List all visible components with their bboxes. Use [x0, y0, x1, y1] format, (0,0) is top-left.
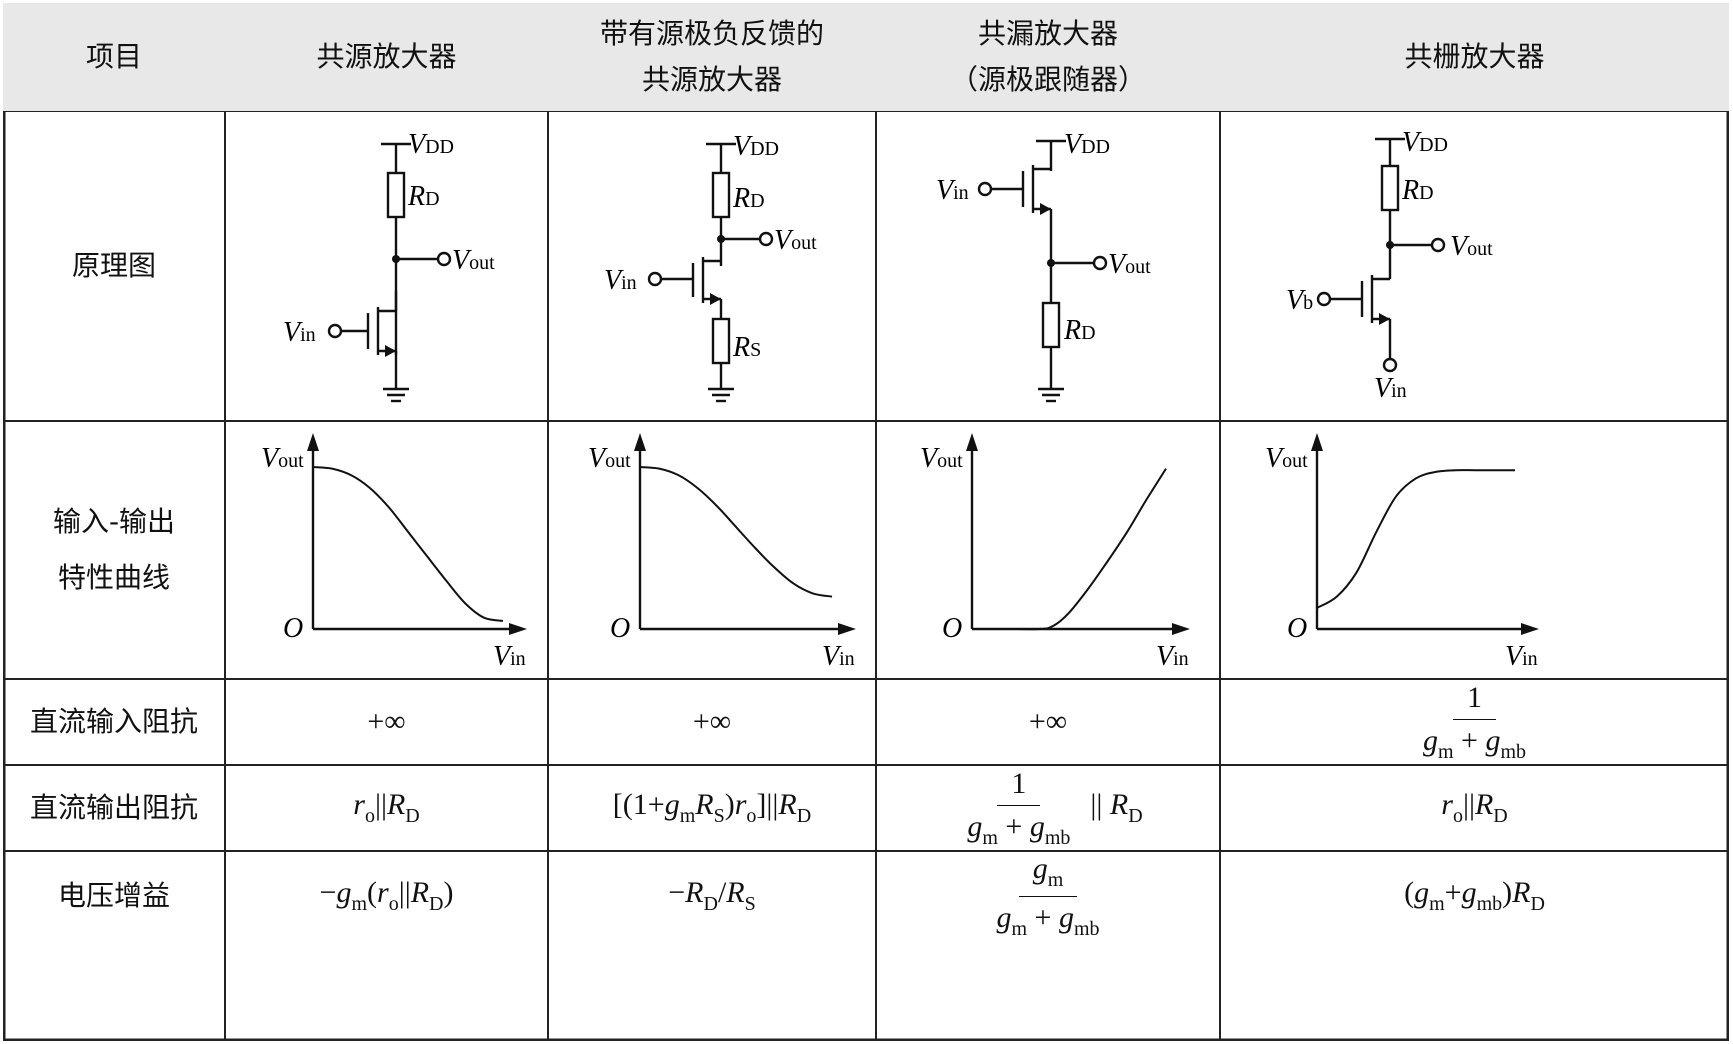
x-axis-label: Vin [822, 641, 855, 672]
header-cd-line1: 共漏放大器 [977, 17, 1118, 50]
svg-text:Vout: Vout [774, 225, 817, 256]
row-label-schematic: 原理图 [3, 111, 225, 421]
io-curve [971, 468, 1167, 631]
x-axis-label: Vin [1156, 641, 1189, 672]
row-gain-text: 电压增益 [57, 879, 170, 912]
x-axis-arrow [1521, 623, 1539, 635]
header-cd-line2: （源极跟随器） [949, 63, 1146, 96]
row-io-line1: 输入-输出 [52, 505, 176, 538]
gain-cg: (gm+gmb)RD [1404, 876, 1545, 915]
x-axis-label: Vin [493, 641, 526, 672]
schematic-cs-degeneration: VDD RD Vout Vin RS [604, 131, 817, 403]
row-label-input-impedance: 直流输入阻抗 [3, 679, 225, 765]
header-item: 项目 [3, 3, 225, 111]
x-axis-arrow [509, 623, 527, 635]
svg-text:VDD: VDD [1402, 127, 1448, 158]
origin-label: O [610, 613, 630, 644]
origin-label: O [942, 613, 962, 644]
y-axis-arrow [634, 433, 646, 451]
gain-csd: −RD/RS [668, 876, 756, 915]
rin-cg-num: 1 [1452, 681, 1496, 720]
io-curve [312, 466, 504, 622]
svg-text:Vout: Vout [452, 245, 495, 276]
svg-text:Vin: Vin [936, 175, 969, 206]
x-axis-arrow [838, 623, 856, 635]
row-label-output-impedance: 直流输出阻抗 [3, 765, 225, 851]
grid-lines [3, 3, 1729, 1041]
io-curve [1316, 469, 1515, 609]
svg-text:Vout: Vout [1108, 249, 1151, 280]
rin-csd-value: +∞ [692, 705, 732, 738]
y-axis-label: Vout [1265, 443, 1308, 474]
rin-cs-value: +∞ [367, 705, 406, 738]
svg-text:RD: RD [407, 181, 440, 212]
y-axis-arrow [307, 433, 319, 451]
rout-csd: [(1+gmRS)ro]||RD [612, 788, 812, 827]
row-schematic-text: 原理图 [71, 249, 156, 282]
origin-label: O [283, 613, 303, 644]
header-common-gate: 共栅放大器 [1220, 3, 1729, 111]
origin-label: O [1287, 613, 1307, 644]
y-axis-label: Vout [261, 443, 304, 474]
comparison-table: 项目 共源放大器 带有源极负反馈的 共源放大器 共漏放大器 （源极跟随器） 共栅… [3, 3, 1729, 1041]
rout-cs: ro||RD [353, 788, 420, 827]
rout-cd-num: 1 [997, 767, 1041, 806]
rout-cg: ro||RD [1441, 788, 1508, 827]
header-common-source: 共源放大器 [225, 3, 548, 111]
header-csd-line1: 带有源极负反馈的 [599, 17, 824, 50]
svg-text:Vb: Vb [1286, 285, 1313, 316]
schematic-common-drain: VDD Vin Vout RD [936, 129, 1151, 403]
svg-text:VDD: VDD [733, 131, 779, 162]
y-axis-label: Vout [920, 443, 963, 474]
row-io-line2: 特性曲线 [57, 561, 170, 594]
y-axis-label: Vout [588, 443, 631, 474]
header-csd-line2: 共源放大器 [641, 63, 782, 96]
x-axis-arrow [1172, 623, 1190, 635]
y-axis-arrow [1311, 433, 1323, 451]
x-axis-label: Vin [1505, 641, 1538, 672]
schematic-common-gate: VDD RD Vout Vb Vin [1286, 127, 1493, 404]
rin-cd: +∞ [876, 679, 1220, 765]
rin-cs: +∞ [225, 679, 548, 765]
rin-cg: 1 gm + gmb [1220, 679, 1729, 765]
header-item-label: 项目 [85, 40, 142, 73]
svg-text:RD: RD [1063, 315, 1096, 346]
rin-csd: +∞ [548, 679, 876, 765]
svg-text:RD: RD [1401, 175, 1434, 206]
io-curve [639, 466, 833, 598]
svg-text:Vin: Vin [283, 317, 316, 348]
svg-text:VDD: VDD [408, 129, 454, 160]
row-label-voltage-gain-text: 电压增益 [3, 851, 225, 941]
svg-text:RD: RD [732, 183, 765, 214]
schematic-common-source: VDD RD Vout Vin [283, 129, 495, 403]
rout-cd: 1 gm + gmb || RD [876, 765, 1220, 851]
row-label-io-curve: 输入-输出 特性曲线 [3, 421, 225, 679]
rin-cg-fraction: 1 gm + gmb [1422, 680, 1527, 763]
rout-cd-fraction: 1 gm + gmb [967, 766, 1071, 849]
svg-text:RS: RS [732, 332, 761, 363]
rin-cd-value: +∞ [1028, 705, 1068, 738]
svg-text:Vout: Vout [1450, 231, 1493, 262]
header-cs-label: 共源放大器 [316, 40, 457, 73]
svg-text:Vin: Vin [1374, 373, 1407, 404]
header-cg-label: 共栅放大器 [1404, 40, 1545, 73]
header-common-drain: 共漏放大器 （源极跟随器） [876, 3, 1220, 111]
svg-text:VDD: VDD [1064, 129, 1110, 160]
y-axis-arrow [966, 433, 978, 451]
row-rin-text: 直流输入阻抗 [29, 705, 198, 738]
gain-cd: gm gm + gmb [876, 851, 1220, 941]
svg-text:Vin: Vin [604, 265, 637, 296]
gain-cs: −gm(ro||RD) [319, 876, 454, 915]
gain-cd-fraction: gm gm + gmb [996, 851, 1100, 940]
header-cs-degeneration: 带有源极负反馈的 共源放大器 [548, 3, 876, 111]
row-rout-text: 直流输出阻抗 [29, 791, 198, 824]
